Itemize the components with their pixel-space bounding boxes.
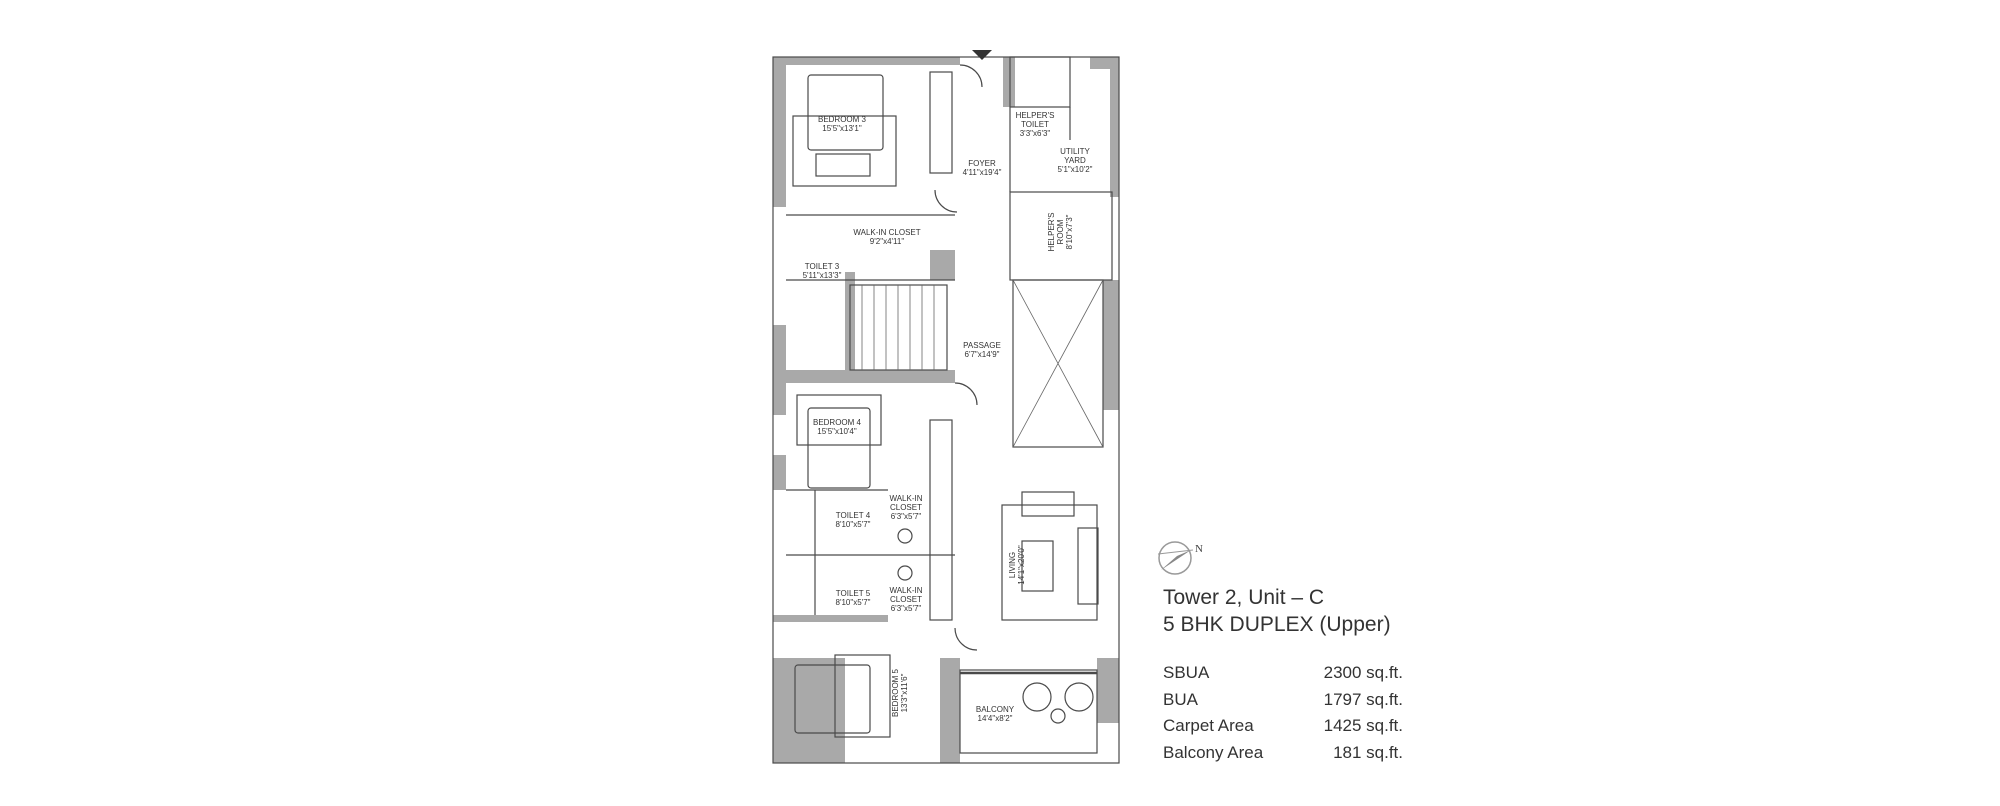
bedroom4-size: 15'5"x10'4" xyxy=(817,427,857,436)
compass-label: N xyxy=(1195,543,1203,555)
walls xyxy=(773,57,1119,763)
toilet4-name: TOILET 4 xyxy=(836,511,871,520)
walkin-closet-3-name1: WALK-IN xyxy=(889,586,922,595)
spec-row: BUA 1797 sq.ft. xyxy=(1163,687,1403,714)
living-size: 14'1"x20'0" xyxy=(1017,545,1026,585)
walkin-closet-2-name1: WALK-IN xyxy=(889,494,922,503)
spec-value: 1425 sq.ft. xyxy=(1323,716,1403,735)
bed-5 xyxy=(794,664,871,734)
spec-label: BUA xyxy=(1163,689,1198,709)
bedroom5-size: 13'3"x11'6" xyxy=(900,673,909,712)
toilet5-size: 8'10"x5'7" xyxy=(836,598,871,607)
spec-row: Carpet Area 1425 sq.ft. xyxy=(1163,713,1403,740)
toilet5-name: TOILET 5 xyxy=(836,589,871,598)
bed-3 xyxy=(807,74,884,151)
bedroom5-name: BEDROOM 5 xyxy=(891,668,900,717)
walkin-closet-3-size: 6'3"x5'7" xyxy=(891,604,922,613)
passage-name: PASSAGE xyxy=(963,341,1001,350)
passage-size: 6'7"x14'9" xyxy=(965,350,1000,359)
bedroom3-name: BEDROOM 3 xyxy=(818,115,867,124)
unit-title: Tower 2, Unit – C xyxy=(1163,586,1325,609)
helpers-room-name2: ROOM xyxy=(1056,219,1065,244)
unit-info: Tower 2, Unit – C 5 BHK DUPLEX (Upper) S… xyxy=(1163,584,1403,766)
bed-4 xyxy=(807,407,871,489)
helpers-room-name1: HELPER'S xyxy=(1047,213,1056,252)
utility-yard-name1: UTILITY xyxy=(1060,147,1090,156)
living-rug xyxy=(1001,504,1098,621)
room-outlines xyxy=(772,56,1120,764)
bedroom4-name: BEDROOM 4 xyxy=(813,418,862,427)
bedroom3-size: 15'5"x13'1" xyxy=(822,124,862,133)
spec-value: 181 sq.ft. xyxy=(1333,742,1403,762)
helpers-room-size: 8'10"x7'3" xyxy=(1065,214,1074,249)
walkin-closet-1-name: WALK-IN CLOSET xyxy=(853,228,920,237)
utility-yard-name2: YARD xyxy=(1064,156,1086,165)
unit-type: 5 BHK DUPLEX (Upper) xyxy=(1163,613,1391,636)
toilet3-size: 5'11"x13'3" xyxy=(803,271,842,280)
walkin-closet-2-name2: CLOSET xyxy=(890,503,922,512)
entry-arrow-icon xyxy=(972,50,992,60)
walkin-closet-3-name2: CLOSET xyxy=(890,595,922,604)
walkin-closet-2-size: 6'3"x5'7" xyxy=(891,512,922,521)
toilet4-size: 8'10"x5'7" xyxy=(836,520,871,529)
helpers-toilet-name1: HELPER'S xyxy=(1016,111,1055,120)
helpers-toilet-name2: TOILET xyxy=(1021,120,1049,129)
room-labels: BEDROOM 3 15'5"x13'1" FOYER 4'11"x19'4" … xyxy=(803,111,1093,723)
furniture xyxy=(792,64,1099,738)
walkin-closet-1-size: 9'2"x4'11" xyxy=(870,237,905,246)
foyer-name: FOYER xyxy=(968,159,996,168)
balcony-name: BALCONY xyxy=(976,705,1015,714)
spec-label: Balcony Area xyxy=(1163,742,1264,762)
spec-row: SBUA 2300 sq.ft. xyxy=(1163,660,1403,687)
foyer-size: 4'11"x19'4" xyxy=(963,168,1002,177)
spec-label: Carpet Area xyxy=(1163,716,1254,735)
spec-value: 2300 sq.ft. xyxy=(1323,663,1403,682)
spec-label: SBUA xyxy=(1163,663,1210,682)
spec-row: Balcony Area 181 sq.ft. xyxy=(1163,740,1403,767)
toilet3-name: TOILET 3 xyxy=(805,262,840,271)
helpers-toilet-size: 3'3"x6'3" xyxy=(1020,129,1051,138)
balcony-chair xyxy=(1022,682,1052,712)
spec-value: 1797 sq.ft. xyxy=(1323,689,1403,709)
living-name: LIVING xyxy=(1008,552,1017,578)
area-specs: SBUA 2300 sq.ft. BUA 1797 sq.ft. Carpet Ar… xyxy=(1163,660,1403,766)
utility-yard-size: 5'1"x10'2" xyxy=(1058,165,1093,174)
balcony-size: 14'4"x8'2" xyxy=(978,714,1013,723)
wardrobe xyxy=(929,71,953,174)
